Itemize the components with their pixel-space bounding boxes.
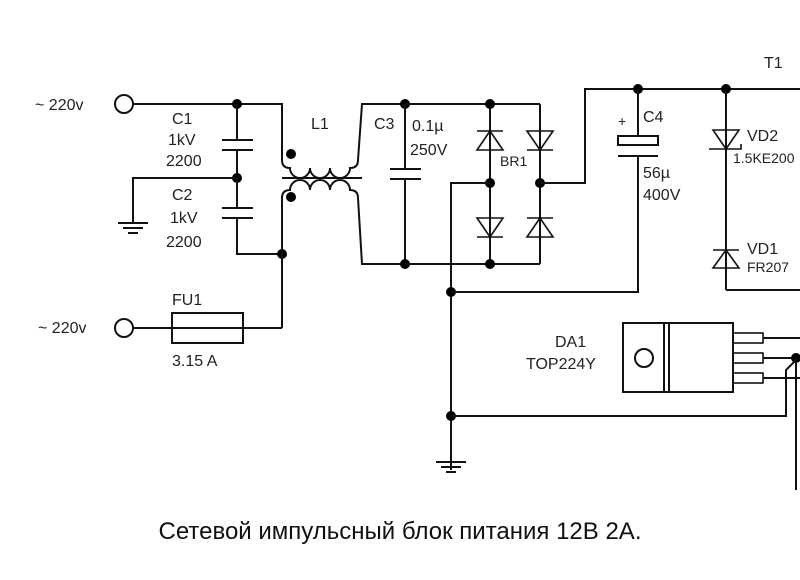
wire [451,160,639,293]
c3-value: 0.1µ [412,118,443,135]
diagram-caption: Сетевой импульсный блок питания 12В 2А. [158,518,642,545]
input-label-1: ~ 220v [35,97,83,114]
da1-ref: DA1 [555,334,586,351]
c1-voltage: 1kV [168,132,196,149]
diode-vd2 [709,89,742,290]
capacitor-c1 [222,104,253,178]
c4-voltage: 400V [643,187,681,204]
c1-ref: C1 [172,111,193,128]
input-terminal-1 [114,94,134,114]
c2-voltage: 1kV [170,210,198,227]
capacitor-c2 [222,178,282,255]
fu1-rating: 3.15 A [172,353,218,370]
c1-value: 2200 [166,153,202,170]
c3-voltage: 250V [410,142,448,159]
c4-ref: C4 [643,109,664,126]
t1-ref: T1 [764,55,783,72]
c4-value: 56µ [643,165,670,182]
vd1-part: FR207 [747,259,789,275]
fuse-fu1 [133,254,283,344]
wire [450,182,490,470]
capacitor-c4 [617,89,659,165]
vd1-ref: VD1 [747,241,778,258]
input-terminal-2 [114,318,134,338]
vd2-ref: VD2 [747,128,778,145]
c3-ref: C3 [374,116,395,133]
input-label-2: ~ 220v [38,320,86,337]
capacitor-c3 [390,104,421,264]
wire [540,88,800,184]
ground-symbol [436,461,466,473]
c2-ref: C2 [172,187,193,204]
ic-da1 [622,322,800,490]
vd2-part: 1.5KE200 [733,150,795,166]
c4-polarity: + [618,113,626,129]
choke-l1 [272,103,405,324]
wire [451,359,797,417]
ground-symbol [118,222,148,234]
da1-part: TOP224Y [526,356,596,373]
wire [132,177,237,223]
fu1-ref: FU1 [172,292,202,309]
br1-ref: BR1 [500,153,527,169]
diode-vd1 [711,248,741,269]
c2-value: 2200 [166,234,202,251]
l1-ref: L1 [311,116,329,133]
